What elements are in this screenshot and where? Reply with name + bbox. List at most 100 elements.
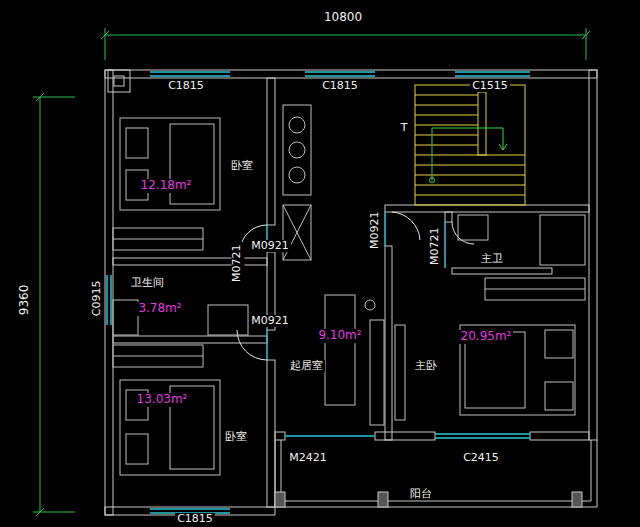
furniture	[485, 278, 585, 300]
walls	[113, 336, 267, 343]
walls	[114, 76, 124, 86]
room-area: 9.10m²	[316, 329, 363, 343]
furniture	[545, 382, 573, 410]
furniture	[545, 330, 573, 358]
plan-label: C1815	[320, 80, 360, 93]
door-swings	[392, 212, 420, 240]
plan-label: 阳台	[408, 488, 434, 501]
stairs	[415, 85, 525, 205]
room-area: 13.03m²	[135, 393, 190, 407]
windows	[384, 212, 386, 246]
windows	[285, 435, 375, 437]
furniture	[458, 215, 488, 240]
furniture	[289, 117, 305, 133]
stairs	[415, 105, 478, 106]
furniture	[120, 118, 220, 210]
furniture	[126, 434, 148, 464]
balcony-rail	[281, 440, 591, 501]
windows	[266, 330, 268, 360]
dimension-lines	[105, 35, 586, 36]
plan-label: C1815	[166, 80, 206, 93]
stairs	[415, 185, 525, 186]
furniture	[540, 215, 585, 265]
dimension-lines	[101, 31, 109, 39]
walls	[105, 70, 113, 515]
stair-arrow	[430, 178, 435, 183]
windows	[435, 437, 530, 439]
balcony-rail	[275, 492, 285, 507]
stairs	[415, 125, 478, 126]
plan-label: T	[399, 122, 410, 135]
windows	[150, 508, 230, 510]
plan-label: 起居室	[288, 360, 325, 373]
plan-label: 主卫	[479, 253, 505, 266]
dimension-lines	[582, 31, 590, 39]
walls	[385, 205, 589, 212]
walls	[445, 212, 452, 222]
balcony-rail	[572, 492, 582, 507]
stair-arrow	[430, 128, 508, 183]
furniture	[113, 345, 203, 367]
stairs	[478, 92, 486, 155]
windows	[455, 71, 530, 73]
furniture	[113, 105, 585, 475]
balcony-rail	[378, 492, 388, 507]
furniture	[120, 380, 220, 475]
furniture	[289, 167, 305, 183]
furniture	[325, 295, 355, 405]
stairs	[415, 115, 478, 116]
stairs	[415, 85, 525, 205]
walls	[452, 268, 552, 274]
stair-arrow	[432, 128, 503, 180]
furniture	[113, 356, 203, 357]
plan-label: 卫生间	[129, 277, 166, 290]
stair-arrow	[499, 144, 507, 150]
walls	[108, 70, 130, 92]
walls	[385, 246, 392, 440]
stairs	[415, 145, 478, 146]
windows	[106, 275, 108, 325]
windows	[305, 75, 375, 77]
dimension-lines	[33, 28, 590, 516]
plan-label: 主卧	[413, 360, 439, 373]
windows	[435, 433, 530, 435]
furniture	[113, 228, 203, 250]
walls	[589, 70, 597, 440]
furniture	[485, 289, 585, 290]
plan-label: 卧室	[223, 431, 249, 444]
room-area: 3.78m²	[136, 302, 183, 316]
windows	[305, 71, 375, 73]
windows	[110, 275, 112, 325]
stairs	[415, 195, 525, 196]
walls	[105, 70, 597, 515]
walls	[105, 70, 597, 78]
windows	[150, 75, 230, 77]
plan-label: C2415	[461, 452, 501, 465]
plan-label: 卧室	[229, 160, 255, 173]
windows	[444, 222, 446, 268]
plan-label: C0915	[91, 278, 104, 318]
furniture	[365, 300, 375, 310]
furniture	[208, 305, 248, 335]
plan-label: M0921	[370, 209, 383, 251]
dimension-lines	[105, 28, 106, 60]
plan-label: M0721	[232, 242, 245, 284]
walls	[375, 432, 435, 440]
dimension-lines	[36, 93, 44, 101]
furniture	[113, 239, 203, 240]
room-area: 12.18m²	[139, 179, 194, 193]
plan-label: M2421	[287, 452, 329, 465]
windows	[107, 72, 530, 513]
furniture	[370, 320, 384, 425]
dimension-lines	[40, 97, 41, 512]
balcony-rail	[275, 440, 597, 507]
dimension-lines	[586, 28, 587, 60]
walls	[275, 432, 285, 440]
windows	[150, 71, 230, 73]
furniture	[283, 105, 311, 195]
furniture	[126, 128, 148, 158]
furniture	[289, 142, 305, 158]
walls	[267, 78, 275, 225]
dimension-text: 10800	[322, 11, 364, 25]
